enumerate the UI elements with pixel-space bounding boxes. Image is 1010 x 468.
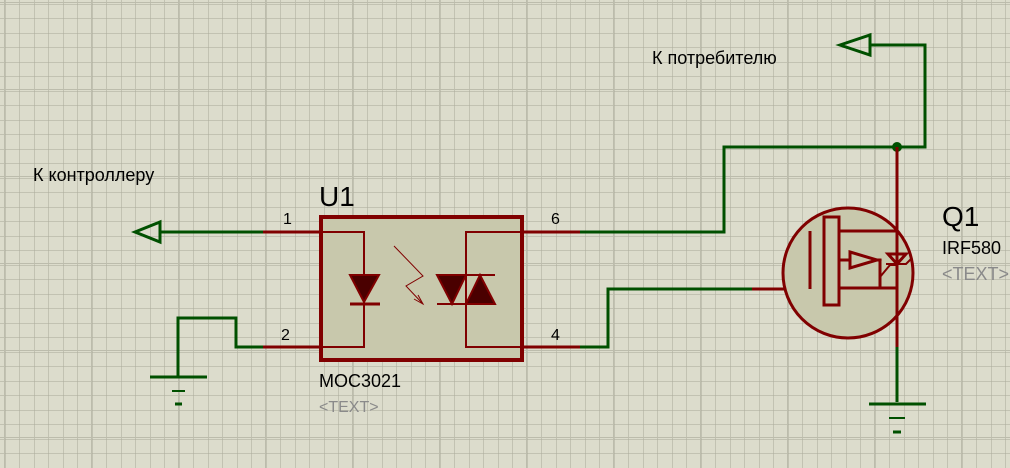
q1-body — [781, 206, 915, 340]
label-to-controller: К контроллеру — [33, 165, 154, 185]
pin-6-number: 6 — [551, 211, 560, 228]
wires[interactable] — [160, 43, 927, 402]
ground-right[interactable] — [869, 402, 926, 434]
pin-4-number: 4 — [551, 327, 560, 344]
terminal-controller[interactable] — [130, 219, 162, 245]
q1-text: <TEXT> — [942, 264, 1009, 284]
wire-pin4-gate[interactable] — [580, 287, 752, 349]
label-to-consumer: К потребителю — [652, 48, 777, 68]
led-icon — [348, 274, 381, 305]
terminal-consumer[interactable] — [835, 32, 872, 58]
triac-icon — [435, 274, 468, 307]
wire-pin6[interactable] — [580, 145, 897, 234]
u1-ref: U1 — [319, 181, 355, 212]
body-diode-icon — [884, 252, 910, 267]
u1-part: MOC3021 — [319, 371, 401, 391]
pin-1-number: 1 — [283, 211, 292, 228]
wire-ground-left[interactable] — [176, 316, 263, 376]
wire-consumer[interactable] — [870, 43, 927, 149]
optocoupler-u1[interactable] — [263, 215, 580, 362]
u1-text: <TEXT> — [319, 399, 379, 416]
q1-ref: Q1 — [942, 201, 979, 232]
pin-2-number: 2 — [281, 327, 290, 344]
ground-left[interactable] — [150, 375, 207, 406]
light-arrow-icon — [393, 245, 424, 305]
mosfet-q1[interactable] — [752, 147, 915, 347]
u1-body — [319, 215, 524, 362]
channel-arrow-icon — [848, 249, 883, 271]
q1-part: IRF580 — [942, 238, 1001, 258]
